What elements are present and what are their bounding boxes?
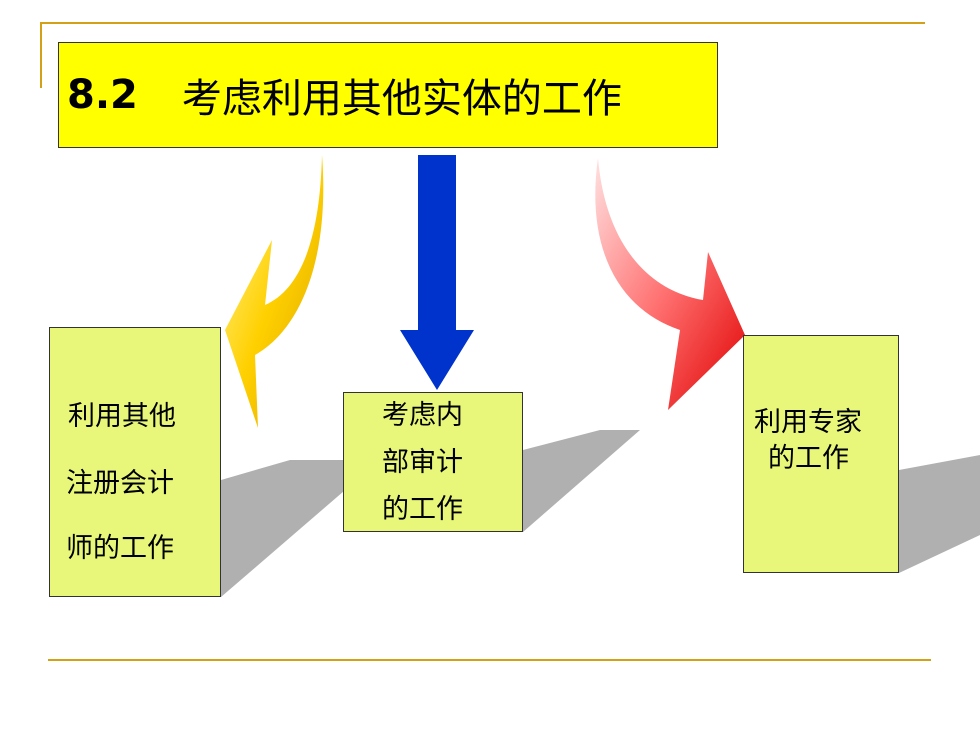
- box-expert-work: 利用专家 的工作: [743, 335, 899, 573]
- arrow-right-red: [595, 158, 745, 410]
- box-left-line-3: 师的工作: [66, 533, 174, 564]
- box-mid-line-2: 部审计: [382, 447, 463, 478]
- shadow-middle: [523, 430, 640, 532]
- box-mid-line-1: 考虑内: [382, 400, 463, 431]
- section-number: 8.2: [67, 72, 138, 118]
- top-rule: [40, 22, 925, 24]
- left-rule: [40, 22, 42, 88]
- box-other-cpa-work: 利用其他 注册会计 师的工作: [49, 327, 221, 597]
- box-right-line-2: 的工作: [768, 443, 849, 474]
- box-mid-line-3: 的工作: [382, 494, 463, 525]
- title-banner: 8.2 考虑利用其他实体的工作: [58, 42, 718, 148]
- box-right-line-1: 利用专家: [754, 407, 862, 438]
- box-internal-audit-work: 考虑内 部审计 的工作: [343, 392, 523, 532]
- box-left-line-2: 注册会计: [66, 468, 174, 499]
- box-left-line-1: 利用其他: [68, 401, 176, 432]
- section-title: 考虑利用其他实体的工作: [181, 76, 622, 122]
- arrow-middle-blue: [400, 155, 474, 390]
- bottom-rule: [48, 659, 931, 661]
- shadow-left: [221, 460, 380, 597]
- shadow-right: [899, 455, 980, 573]
- arrow-left-yellow: [225, 155, 324, 428]
